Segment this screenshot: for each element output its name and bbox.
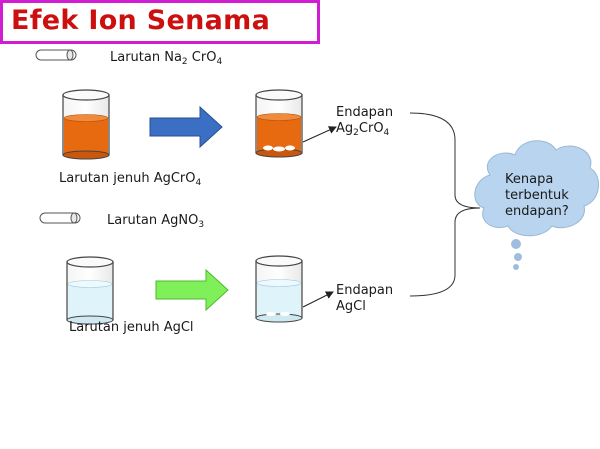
connector-brace xyxy=(409,112,481,297)
page-title: Efek Ion Senama xyxy=(11,5,271,36)
solution-label-top: Larutan jenuh AgCrO4 xyxy=(59,171,202,188)
beaker-icon xyxy=(66,256,114,325)
beaker-icon xyxy=(255,255,303,323)
test-tube-icon xyxy=(35,49,77,61)
reagent-label-top: Larutan Na2 CrO4 xyxy=(110,50,223,67)
cloud-icon xyxy=(474,140,599,270)
arrow-right-icon xyxy=(155,268,229,312)
beaker-icon xyxy=(255,89,303,158)
title-box: Efek Ion Senama xyxy=(0,0,320,44)
pointer-arrow xyxy=(302,291,334,308)
solution-label-bottom: Larutan jenuh AgCl xyxy=(69,320,194,335)
precipitate-label-bottom: Endapan AgCl xyxy=(336,283,394,314)
beaker-icon xyxy=(62,89,110,160)
precipitate-label-top: Endapan Ag2CrO4 xyxy=(336,105,394,138)
question-text: Kenapa terbentuk endapan? xyxy=(505,172,569,219)
arrow-right-icon xyxy=(149,105,223,149)
pointer-arrow xyxy=(302,126,337,143)
reagent-label-bottom: Larutan AgNO3 xyxy=(107,213,205,230)
test-tube-icon xyxy=(39,212,81,224)
